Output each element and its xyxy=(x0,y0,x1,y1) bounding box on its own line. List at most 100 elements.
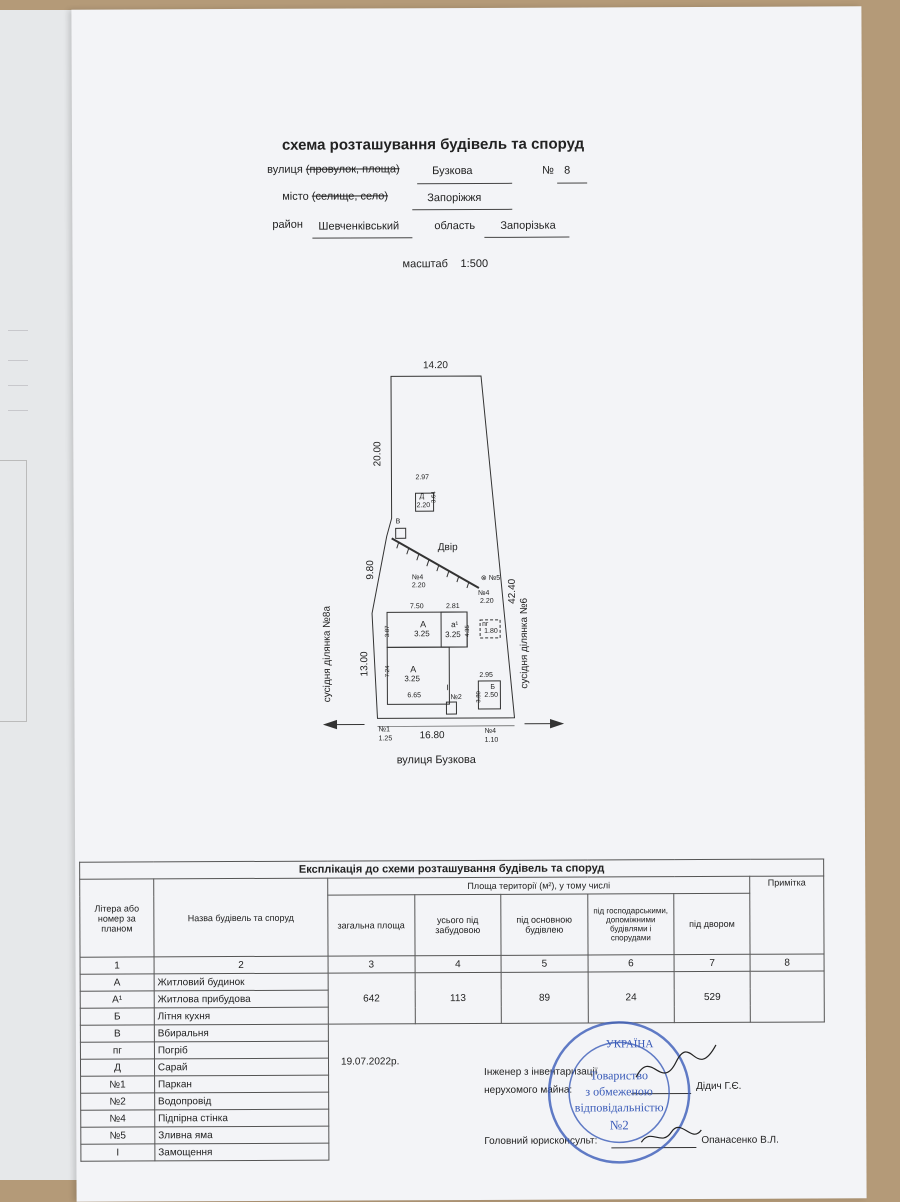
main-area-value: 89 xyxy=(501,972,588,1023)
house-a-lower-height: 3.25 xyxy=(404,674,420,683)
row-name: Підпірна стінка xyxy=(155,1109,329,1127)
kitchen-b-letter: Б xyxy=(490,684,495,691)
col-num: 1 xyxy=(80,957,154,974)
wall-no4-label: №4 xyxy=(412,574,423,581)
row-name: Водопровід xyxy=(154,1092,328,1110)
cellar-pg-letter: пг xyxy=(482,621,488,628)
extension-a1-letter: а¹ xyxy=(451,620,458,629)
house-a-upper-height: 3.25 xyxy=(414,629,430,638)
dim-right-total: 42.40 xyxy=(507,579,518,604)
row-letter: №1 xyxy=(81,1076,155,1093)
wall-no4-height: 2.20 xyxy=(412,582,426,589)
wall-no4b-height: 2.20 xyxy=(480,598,494,605)
dim-bottom-width: 16.80 xyxy=(420,730,445,741)
explication-table: Експлікація до схеми розташування будіве… xyxy=(79,858,825,1161)
col-aux-header: під господарськими, допоміжними будівлям… xyxy=(587,894,674,955)
row-letter: №5 xyxy=(81,1127,155,1144)
dim-top-width: 14.20 xyxy=(423,360,448,371)
kitchen-b-side: 3.80 xyxy=(476,691,482,703)
fence-no1-height: 1.25 xyxy=(379,735,393,742)
shed-d-width: 2.97 xyxy=(415,474,429,481)
col-num: 7 xyxy=(674,954,750,971)
col-area-group-header: Площа території (м²), у тому числі xyxy=(328,876,750,895)
row-letter: В xyxy=(80,1025,154,1042)
note-cell xyxy=(750,971,824,1022)
col-num: 4 xyxy=(415,955,502,972)
pit-no5-label: ⊗ №5 xyxy=(481,574,500,582)
col-total-header: загальна площа xyxy=(328,895,415,956)
lawyer-name: Опанасенко В.Л. xyxy=(701,1135,779,1146)
wall-no4c-label: №4 xyxy=(485,728,496,735)
lawyer-signature xyxy=(636,1122,706,1152)
dim-left-lower: 13.00 xyxy=(359,651,370,676)
col-built-header: усього під забудовою xyxy=(414,894,501,955)
toilet-v-outline xyxy=(396,528,406,538)
row-letter: №2 xyxy=(81,1093,155,1110)
extension-a1-side: 4.35 xyxy=(465,625,471,637)
row-name: Паркан xyxy=(154,1075,328,1093)
house-a-lower-bottom: 6.65 xyxy=(407,692,421,699)
row-letter: І xyxy=(81,1144,155,1161)
wall-no4b-label: №4 xyxy=(478,590,489,597)
neighbor-left-label: сусідня ділянка №8а xyxy=(322,606,333,702)
site-plan-drawing xyxy=(71,6,865,849)
background-table-ghost xyxy=(0,460,27,722)
col-num: 6 xyxy=(588,955,675,972)
col-num: 5 xyxy=(501,955,588,972)
yard-label: Двір xyxy=(438,542,458,553)
house-a-lower-letter: А xyxy=(410,664,416,674)
house-a-top-length: 7.50 xyxy=(410,603,424,610)
cellar-pg-height: 1.80 xyxy=(484,628,498,635)
row-name: Житловий будинок xyxy=(154,973,328,991)
street-name-label: вулиця Бузкова xyxy=(397,754,476,766)
built-area-value: 113 xyxy=(415,972,502,1023)
col-num: 3 xyxy=(328,956,415,973)
col-letter-header: Літера або номер за планом xyxy=(80,879,154,957)
row-name: Сарай xyxy=(154,1058,328,1076)
row-letter: А¹ xyxy=(80,991,154,1008)
engineer-signature xyxy=(631,1037,721,1097)
row-letter: А xyxy=(80,974,154,991)
seal-center-low: відповідальністю xyxy=(575,1100,664,1114)
kitchen-b-top: 2.95 xyxy=(479,672,493,679)
row-letter: Б xyxy=(80,1008,154,1025)
col-num: 8 xyxy=(750,954,824,971)
row-name: Вбиральня xyxy=(154,1024,328,1042)
row-letter: №4 xyxy=(81,1110,155,1127)
retaining-wall-line xyxy=(392,538,479,588)
extension-a1-top-length: 2.81 xyxy=(446,603,460,610)
row-name: Погріб xyxy=(154,1041,328,1059)
house-a-upper-letter: А xyxy=(420,619,426,629)
row-name: Зливна яма xyxy=(155,1126,329,1144)
row-name: Житлова прибудова xyxy=(154,990,328,1008)
total-area-value: 642 xyxy=(328,973,415,1024)
dim-left-diag: 9.80 xyxy=(365,560,376,580)
kitchen-b-height: 2.50 xyxy=(484,692,498,699)
waterpipe-no2-label: №2 xyxy=(450,694,461,701)
col-yard-header: під двором xyxy=(674,893,750,954)
dim-left-upper: 20.00 xyxy=(372,441,383,466)
house-a-lower-side: 7.24 xyxy=(385,665,391,677)
paving-i-label: I xyxy=(446,683,448,692)
extension-a1-height: 3.25 xyxy=(445,630,461,639)
shed-d-height: 2.20 xyxy=(417,502,431,509)
aux-area-value: 24 xyxy=(588,972,675,1023)
col-num: 2 xyxy=(154,956,328,974)
shed-d-length: 3.64 xyxy=(431,491,437,503)
shed-d-letter: Д xyxy=(420,493,425,500)
house-a-upper-side: 3.87 xyxy=(385,625,391,637)
fence-no1-label: №1 xyxy=(379,726,390,733)
document-sheet: схема розташування будівель та споруд ву… xyxy=(71,6,866,1201)
row-letter: пг xyxy=(80,1042,154,1059)
wall-no4c-height: 1.10 xyxy=(485,737,499,744)
seal-center-number: №2 xyxy=(610,1117,629,1132)
row-name: Замощення xyxy=(155,1143,329,1161)
neighbor-right-label: сусідня ділянка №6 xyxy=(519,598,530,689)
col-main-header: під основною будівлею xyxy=(501,894,588,955)
col-name-header: Назва будівель та споруд xyxy=(154,878,328,957)
row-letter: Д xyxy=(80,1059,154,1076)
col-note-header: Примітка xyxy=(750,876,824,954)
yard-area-value: 529 xyxy=(674,971,750,1022)
table-row: А Житловий будинок 642 113 89 24 529 xyxy=(80,971,824,991)
row-name: Літня кухня xyxy=(154,1007,328,1025)
